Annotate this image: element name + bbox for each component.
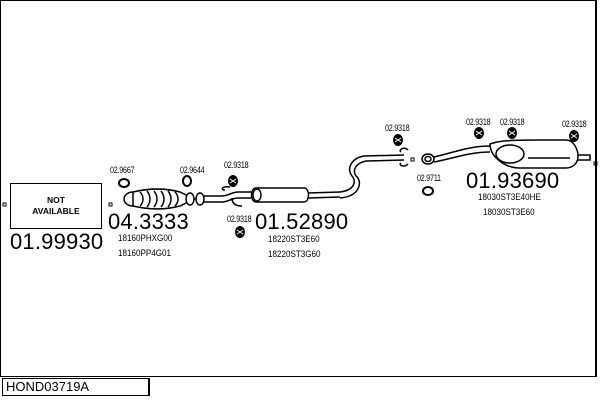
reference-code: HOND03719A (2, 378, 150, 396)
small-part-label[interactable]: 02.9644 (180, 165, 205, 175)
small-part-label[interactable]: 02.9318 (500, 117, 525, 127)
connector-marker (2, 202, 7, 207)
diagram-frame (0, 0, 597, 377)
catalytic-converter-icon (123, 188, 205, 210)
middle-silencer-icon (250, 187, 341, 203)
oem-number: 18030ST3E40HE (478, 192, 541, 203)
oem-number: 18160PP4G01 (118, 248, 171, 259)
small-part-label[interactable]: 02.9318 (224, 160, 249, 170)
not-available-box: NOT AVAILABLE (10, 183, 102, 229)
oem-number: 18160PHXG00 (118, 233, 173, 244)
small-part-label[interactable]: 02.9667 (110, 165, 135, 175)
connector-marker (410, 157, 415, 162)
part-number-not-available[interactable]: 01.99930 (10, 229, 104, 254)
rear-silencer-icon (489, 139, 591, 169)
not-available-line2: AVAILABLE (32, 206, 80, 216)
small-part-label[interactable]: 02.9711 (417, 173, 441, 183)
oem-number: 18220ST3G60 (268, 249, 321, 260)
small-part-label[interactable]: 02.9318 (466, 117, 491, 127)
gasket-ring-icon (118, 175, 434, 196)
small-part-label[interactable]: 02.9318 (385, 123, 410, 133)
rear-flange-icon (421, 145, 491, 165)
part-number-rear-silencer[interactable]: 01.93690 (466, 168, 560, 193)
front-pipe-icon (204, 186, 252, 207)
small-part-label[interactable]: 02.9318 (227, 214, 252, 224)
oem-number: 18030ST3E60 (483, 207, 535, 218)
not-available-line1: NOT (47, 195, 65, 205)
oem-number: 18220ST3E60 (268, 234, 320, 245)
part-number-catalytic-converter[interactable]: 04.3333 (108, 209, 189, 234)
intermediate-pipe-icon (339, 147, 409, 199)
connector-marker (108, 202, 113, 207)
small-part-label[interactable]: 02.9318 (562, 119, 587, 129)
part-number-middle-silencer[interactable]: 01.52890 (255, 209, 349, 234)
connector-marker (593, 161, 598, 166)
